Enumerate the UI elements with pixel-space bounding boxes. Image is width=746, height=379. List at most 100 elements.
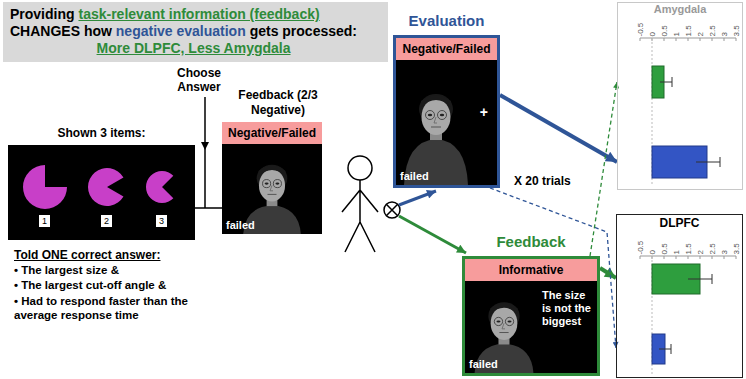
option-number: 1	[39, 215, 50, 227]
headline-text: Providing	[10, 6, 75, 22]
error-bar	[688, 274, 712, 284]
axis-tick-label: -0.5	[636, 230, 645, 254]
chart-axis	[640, 256, 736, 259]
outcome-band: Negative/Failed	[396, 38, 497, 60]
option-number-text: 1	[39, 215, 50, 227]
mouth	[499, 332, 508, 333]
evaluation-box: Evaluation+failedNegative/Failed	[393, 35, 500, 188]
headline-highlight: negative evaluation	[116, 23, 246, 39]
axis-tick-label: 3	[720, 12, 729, 36]
axis-tick-label: 2.5	[708, 12, 717, 36]
face-caption: failed	[226, 219, 255, 231]
headline-highlight: task-relevant information (feedback)	[78, 6, 319, 22]
pacman-shape	[146, 171, 173, 203]
pacman-shape	[23, 165, 67, 209]
banner-line: More DLPFC, Less Amygdala	[10, 40, 381, 57]
choice-arrow	[204, 97, 206, 150]
mouth	[268, 194, 277, 195]
combine-cross	[386, 204, 397, 215]
mouth	[431, 127, 441, 128]
banner-line: CHANGES hownegative evaluationgets proce…	[10, 23, 381, 40]
option-number-text: 2	[101, 215, 112, 227]
fringe	[259, 166, 286, 177]
instruction-item: • The largest cut-off angle &	[14, 279, 166, 291]
axis-tick-label: 1.5	[684, 230, 693, 254]
eye	[428, 114, 432, 116]
connector-arrow	[600, 268, 616, 278]
feedback-panel: Feedback (2/3 Negative)failedNegative/Fa…	[222, 122, 322, 234]
step-label: Choose Answer	[170, 66, 228, 94]
axis-tick-label: -0.5	[636, 12, 645, 36]
nose	[434, 117, 437, 123]
nose	[270, 185, 273, 190]
axis-tick-label: 3	[720, 230, 729, 254]
eye	[507, 320, 511, 322]
panel-heading: Shown 3 items:	[8, 126, 195, 140]
headline-text: gets processed:	[250, 23, 357, 39]
glasses	[438, 111, 447, 120]
axis-tick-label: 3.5	[732, 230, 741, 254]
face	[422, 99, 451, 135]
face	[259, 169, 285, 201]
headline-banner: Providingtask-relevant information (feed…	[3, 2, 388, 62]
branch-arrow	[399, 191, 436, 205]
glasses	[426, 111, 435, 120]
nose	[502, 323, 505, 329]
person-body	[342, 180, 378, 252]
headline-conclusion: More DLPFC, Less Amygdala	[97, 40, 291, 56]
outcome-band: Negative/Failed	[222, 122, 322, 144]
feedback-box: FeedbackThe size is not the biggestfaile…	[462, 256, 600, 376]
chart-panel: DLPFC	[616, 214, 743, 378]
outcome-band: Informative	[465, 259, 597, 281]
axis-tick-label: 2.5	[708, 230, 717, 254]
error-bar	[659, 344, 671, 354]
face-caption: failed	[469, 358, 498, 370]
option-number-text: 3	[156, 215, 167, 227]
instruction-item: • The largest size &	[14, 264, 119, 276]
axis-tick-label: 3.5	[732, 12, 741, 36]
connector-arrow	[590, 82, 617, 256]
chart-title: Amygdala	[618, 3, 742, 15]
glasses	[494, 317, 502, 325]
fixation-cross: +	[480, 104, 488, 120]
connector-arrow	[500, 95, 617, 162]
eye	[440, 114, 444, 116]
glasses	[263, 180, 271, 188]
axis-tick-label: 0.5	[660, 12, 669, 36]
person-head	[348, 156, 372, 180]
stimulus-panel: Shown 3 items:123	[8, 145, 195, 240]
fringe	[421, 95, 451, 107]
option-number: 2	[101, 215, 112, 227]
instruction-item: • Had to respond faster than the average…	[14, 294, 204, 322]
feedback-message: The size is not the biggest	[542, 289, 594, 328]
box-heading: Feedback	[455, 233, 607, 250]
branch-arrow	[399, 216, 466, 253]
axis-tick-label: 1	[672, 230, 681, 254]
axis-tick-label: 0	[648, 12, 657, 36]
face-photo	[396, 60, 476, 185]
outcome-label: Informative	[465, 259, 597, 281]
axis-tick-label: 0	[648, 230, 657, 254]
axis-tick-label: 2	[696, 230, 705, 254]
fringe	[490, 303, 518, 314]
face	[491, 307, 518, 340]
banner-line: Providingtask-relevant information (feed…	[10, 6, 381, 23]
eye	[496, 320, 500, 322]
pacman-shape	[88, 168, 123, 206]
eye	[265, 183, 269, 185]
combine-symbol	[384, 202, 400, 218]
error-bar	[660, 77, 672, 87]
chart-title: DLPFC	[617, 216, 742, 230]
axis-tick-label: 1.5	[684, 12, 693, 36]
axis-tick-label: 0.5	[660, 230, 669, 254]
glasses	[273, 180, 281, 188]
axis-tick-label: 1	[672, 12, 681, 36]
outcome-label: Negative/Failed	[222, 122, 322, 144]
repeat-count: X 20 trials	[514, 174, 571, 188]
error-bar	[696, 157, 720, 167]
glasses	[505, 317, 513, 325]
chart-axis	[640, 38, 736, 41]
panel-heading: Feedback (2/3 Negative)	[222, 88, 334, 118]
box-heading: Evaluation	[386, 12, 507, 29]
eye	[275, 183, 279, 185]
